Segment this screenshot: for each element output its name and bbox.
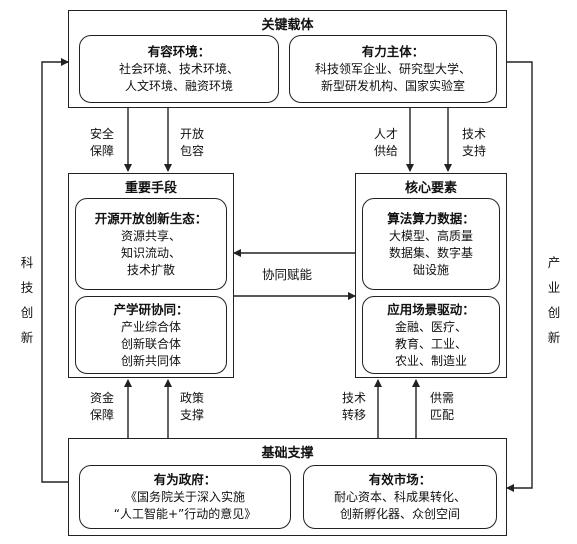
label-industry-innovation: 产 业 创 新 (546, 250, 562, 350)
label-tech-transfer: 技术转移 (342, 391, 367, 422)
tolerant-environment-heading: 有容环境： (147, 44, 211, 59)
algorithm-compute-data-heading: 算法算力数据： (387, 210, 475, 226)
industry-academia-line-2: 创新联合体 (120, 336, 181, 351)
arrow-left-loop (41, 58, 69, 483)
effective-market-heading: 有效市场： (368, 472, 432, 487)
label-tech-support: 技术支持 (462, 127, 487, 158)
core-elements-panel: 核心要素 算法算力数据： 大模型、高质量 数据集、数字基 础设施 应用场景驱动：… (355, 173, 507, 378)
strong-subject-box: 有力主体： 科技领军企业、研究型大学、 新型研发机构、国家实验室 (289, 35, 497, 103)
key-carrier-title: 关键载体 (261, 18, 314, 33)
strong-subject-heading: 有力主体： (361, 44, 425, 59)
tolerant-environment-line-1: 社会环境、技术环境、 (118, 62, 239, 76)
open-source-line-3: 技术扩散 (126, 262, 175, 277)
core-elements-title: 核心要素 (404, 181, 457, 196)
algorithm-line-3: 础设施 (412, 262, 449, 277)
effective-government-line-1: 《国务院关于深入实施 (124, 490, 245, 504)
important-means-panel: 重要手段 开源开放创新生态： 资源共享、 知识流动、 技术扩散 产学研协同： 产… (68, 173, 234, 378)
algorithm-line-1: 大模型、高质量 (388, 228, 473, 243)
application-line-2: 教育、工业、 (394, 336, 467, 351)
label-capital-guarantee: 资金保障 (90, 391, 115, 422)
strong-subject-line-1: 科技领军企业、研究型大学、 (314, 62, 471, 76)
industry-academia-heading: 产学研协同： (113, 301, 189, 317)
effective-market-line-1: 耐心资本、科成果转化、 (333, 490, 466, 504)
foundation-support-title: 基础支撑 (261, 446, 314, 461)
label-open-inclusive: 开放包容 (180, 127, 205, 158)
algorithm-line-2: 数据集、数字基 (388, 245, 473, 260)
label-supply-demand-match: 供需匹配 (430, 391, 455, 422)
label-policy-support: 政策支撑 (180, 391, 205, 422)
open-source-ecosystem-box: 开源开放创新生态： 资源共享、 知识流动、 技术扩散 (75, 198, 227, 290)
open-source-line-1: 资源共享、 (120, 228, 181, 243)
algorithm-compute-data-box: 算法算力数据： 大模型、高质量 数据集、数字基 础设施 (362, 198, 500, 290)
application-line-3: 农业、制造业 (394, 353, 467, 368)
industry-academia-line-3: 创新共同体 (120, 353, 181, 368)
industry-academia-box: 产学研协同： 产业综合体 创新联合体 创新共同体 (75, 296, 227, 374)
arrow-right-loop (506, 61, 533, 492)
key-carrier-panel: 关键载体 有容环境： 社会环境、技术环境、 人文环境、融资环境 有力主体： 科技… (68, 10, 507, 108)
label-synergy-empowerment: 协同赋能 (262, 267, 313, 282)
tolerant-environment-box: 有容环境： 社会环境、技术环境、 人文环境、融资环境 (79, 35, 279, 103)
label-safety-guarantee: 安全保障 (90, 127, 115, 158)
tolerant-environment-line-2: 人文环境、融资环境 (124, 79, 233, 93)
effective-government-heading: 有为政府： (153, 472, 217, 487)
foundation-support-panel: 基础支撑 有为政府： 《国务院关于深入实施 “人工智能+”行动的意见》 有效市场… (68, 438, 507, 536)
effective-government-box: 有为政府： 《国务院关于深入实施 “人工智能+”行动的意见》 (79, 465, 291, 529)
open-source-ecosystem-heading: 开源开放创新生态： (94, 210, 208, 226)
label-tech-innovation: 科 技 创 新 (19, 250, 35, 350)
effective-market-box: 有效市场： 耐心资本、科成果转化、 创新孵化器、众创空间 (303, 465, 497, 529)
label-talent-supply: 人才供给 (374, 127, 399, 158)
strong-subject-line-2: 新型研发机构、国家实验室 (320, 79, 465, 93)
application-scenario-box: 应用场景驱动： 金融、医疗、 教育、工业、 农业、制造业 (362, 296, 500, 374)
effective-government-line-2: “人工智能+”行动的意见》 (113, 507, 257, 521)
application-scenario-heading: 应用场景驱动： (387, 301, 475, 317)
effective-market-line-2: 创新孵化器、众创空间 (339, 507, 460, 521)
important-means-title: 重要手段 (124, 181, 177, 196)
open-source-line-2: 知识流动、 (120, 245, 181, 260)
industry-academia-line-1: 产业综合体 (120, 319, 181, 334)
application-line-1: 金融、医疗、 (394, 319, 467, 334)
